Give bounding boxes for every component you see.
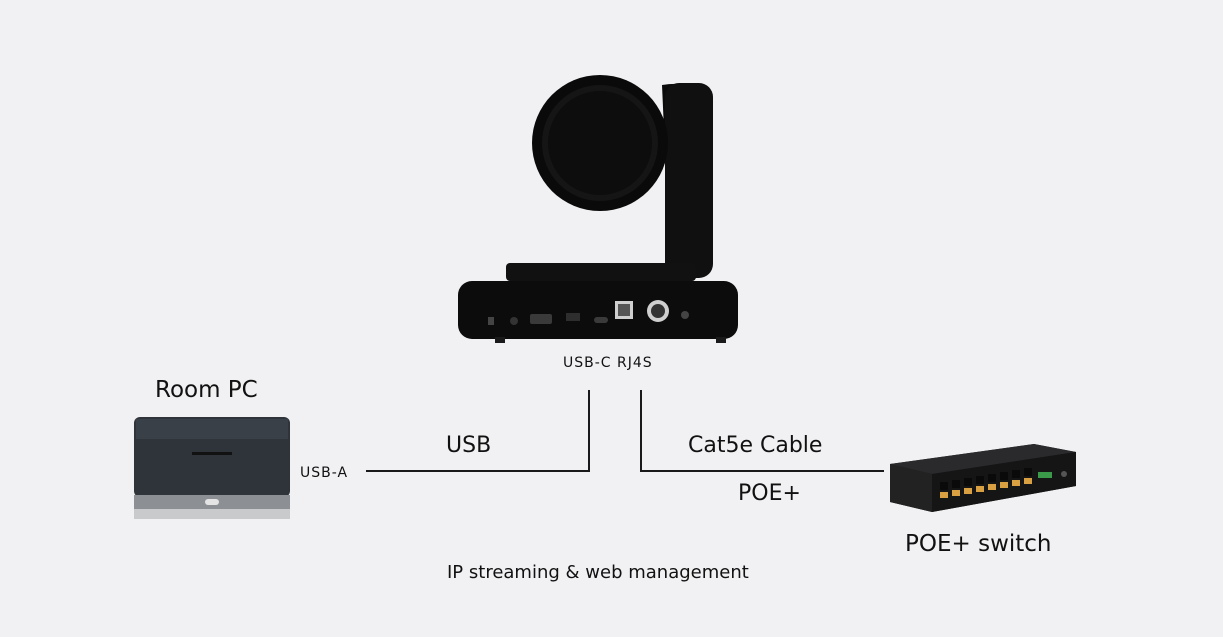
poe-label: POE+: [738, 481, 801, 506]
poe-switch-label: POE+ switch: [905, 531, 1052, 557]
cat5e-wire-vertical: [640, 390, 642, 472]
cat5e-label: Cat5e Cable: [688, 433, 823, 458]
footer-caption: IP streaming & web management: [447, 562, 749, 583]
usb-wire-horizontal: [366, 470, 590, 472]
mini-pc-icon: [134, 417, 290, 519]
usb-a-label: USB-A: [300, 465, 349, 481]
ptz-camera-rear-icon: [458, 75, 738, 343]
cat5e-wire-horizontal: [640, 470, 884, 472]
room-pc-label: Room PC: [155, 377, 258, 403]
usb-label: USB: [446, 433, 492, 458]
camera-ports-label: USB-C RJ4S: [563, 355, 653, 371]
usb-wire-vertical: [588, 390, 590, 472]
poe-switch-icon: [890, 444, 1076, 512]
